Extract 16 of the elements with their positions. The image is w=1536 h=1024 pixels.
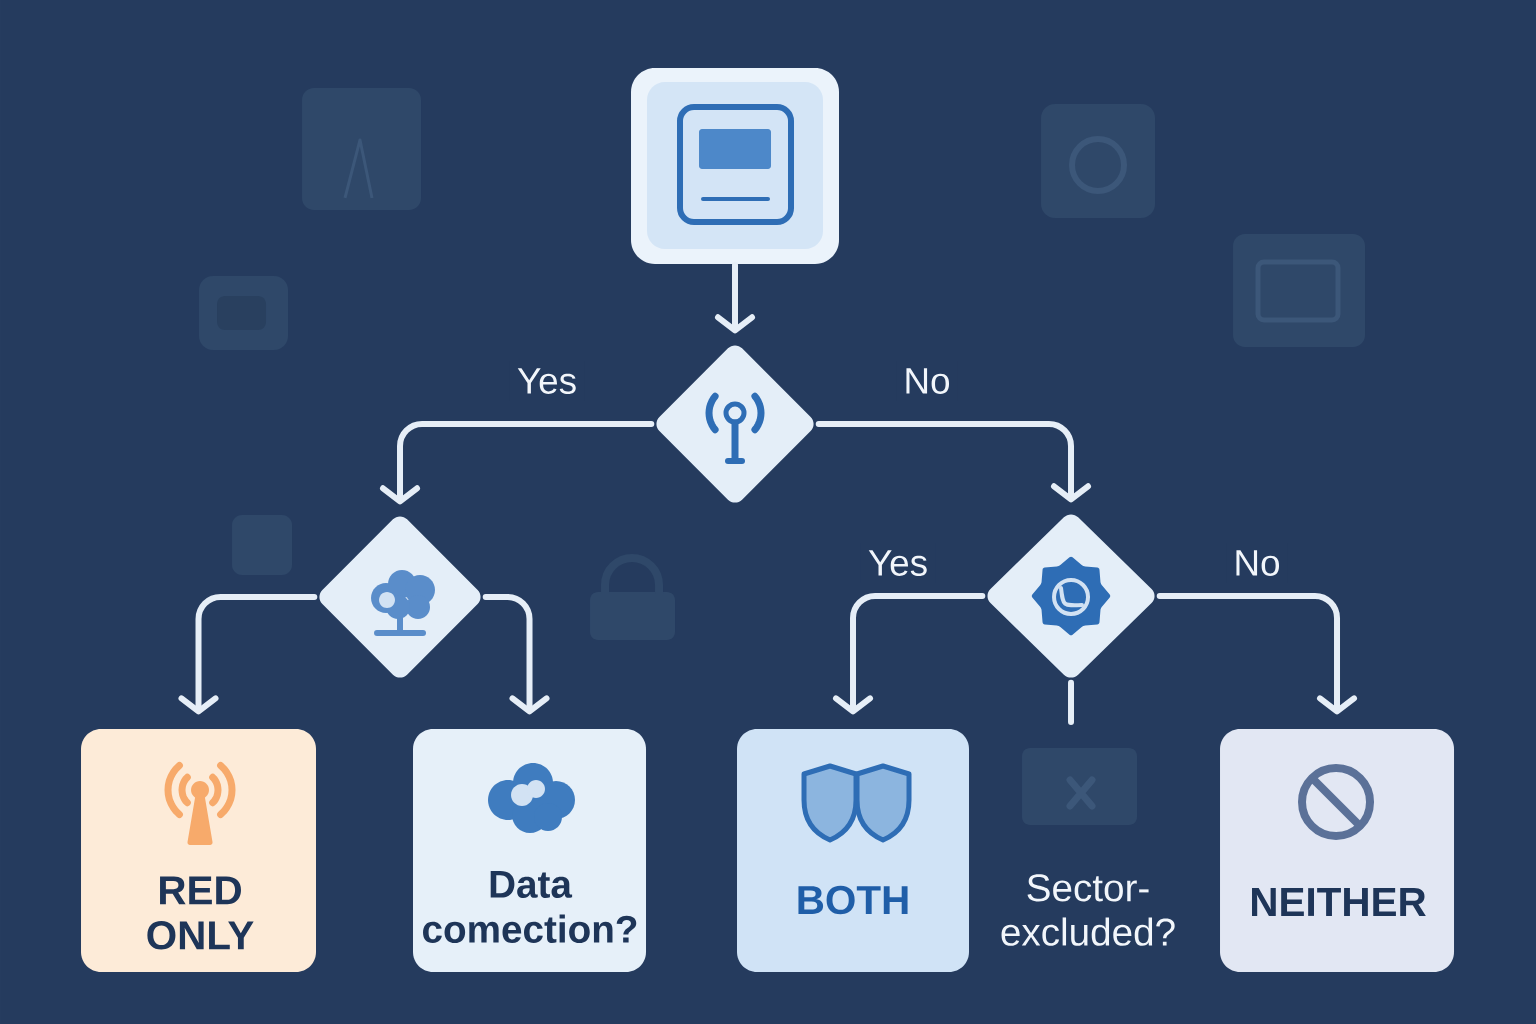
- arrow: [178, 594, 318, 715]
- decision-diamond: [656, 345, 814, 503]
- result-box: RED ONLY: [81, 729, 316, 972]
- arrow: [482, 594, 550, 715]
- arrow: [815, 421, 1091, 503]
- connector-line: [1068, 679, 1074, 725]
- edge-label: No: [896, 361, 958, 401]
- edge-label: Yes: [860, 543, 936, 583]
- arrow: [1156, 593, 1357, 715]
- edge-label: No: [1226, 543, 1288, 583]
- arrow: [833, 593, 986, 715]
- arrow: [380, 421, 655, 505]
- question-text: Sector-excluded?: [1001, 874, 1175, 946]
- result-box: NEITHER: [1220, 729, 1454, 972]
- edge-label: Yes: [509, 361, 585, 401]
- question-box: Data comection?: [413, 729, 646, 972]
